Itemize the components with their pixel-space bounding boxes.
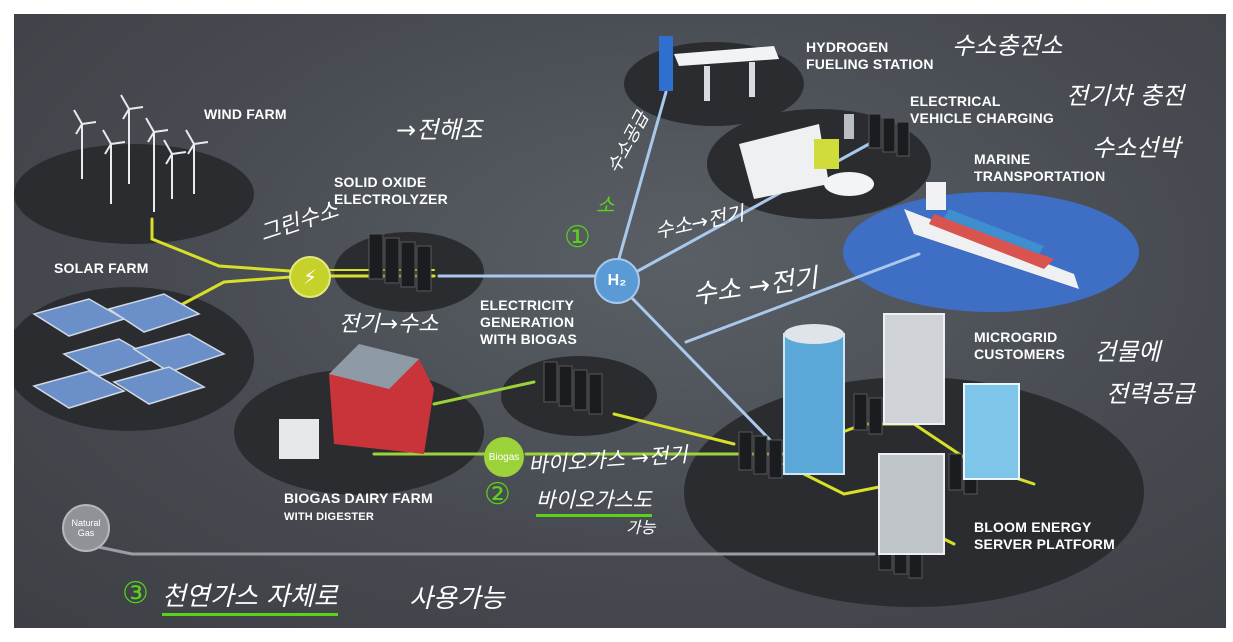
bolt-icon: ⚡ (302, 266, 318, 289)
marine-label-1: MARINE (974, 151, 1031, 167)
hw-biogas-also-1: 바이오가스도 (536, 484, 652, 517)
marine-label-2: TRANSPORTATION (974, 168, 1106, 184)
fueling-station (659, 36, 779, 101)
solid-oxide-label-1: SOLID OXIDE (334, 174, 427, 190)
wind-farm-platform (14, 144, 254, 244)
h2-to-fueling-line (616, 90, 668, 264)
bolt-node: ⚡ (289, 256, 331, 298)
hw-hydrogen-fueling: 수소충전소 (952, 32, 1063, 60)
diagram-graphics (14, 36, 1144, 607)
microgrid-label-1: MICROGRID (974, 329, 1058, 345)
hw-natural-gas-use-1: 천연가스 자체로 (162, 576, 338, 616)
wind-turbines (73, 94, 209, 212)
biogas-gen-to-bloom-line (612, 412, 736, 446)
hw-ev-charge: 전기차 충전 (1066, 82, 1185, 110)
hw-building-power-2: 전력공급 (1106, 380, 1195, 408)
solar-farm-label: SOLAR FARM (54, 260, 149, 276)
biogas-label: Biogas (488, 451, 520, 463)
hw-biogas-also-2: 가능 (626, 518, 656, 537)
solar-to-bolt-line (162, 274, 306, 316)
elec-biogas-label-3: WITH BIOGAS (480, 331, 578, 347)
cargo-ship (904, 182, 1079, 289)
hw-circle2: ② (484, 477, 511, 512)
wind-farm-label: WIND FARM (204, 106, 287, 122)
wind-to-bolt-line (150, 217, 306, 274)
solid-oxide-label-2: ELECTROLYZER (334, 191, 448, 207)
ev-vehicles (739, 114, 874, 199)
hw-natural-gas-use-2: 사용가능 (409, 584, 505, 614)
solar-panels (32, 293, 226, 409)
h2-to-microgrid-line (628, 294, 776, 446)
dairy-to-biogas-gen-line (432, 380, 536, 406)
buildings (783, 313, 1020, 555)
barn (279, 344, 434, 459)
hw-elec-to-h2: 전기→수소 (339, 312, 439, 337)
ev-label-1: ELECTRICAL (910, 93, 1001, 109)
ev-label-2: VEHICLE CHARGING (910, 110, 1054, 126)
bloom-label-1: BLOOM ENERGY (974, 519, 1092, 535)
hw-building-power-1: 건물에 (1094, 338, 1161, 366)
natural-gas-label-1: Natural (71, 518, 101, 528)
dairy-label-1: BIOGAS DAIRY FARM (284, 490, 433, 506)
elec-biogas-label-2: GENERATION (480, 314, 575, 330)
h2-to-marine-line (684, 252, 921, 344)
h2-node: H₂ (594, 258, 640, 304)
microgrid-label-2: CUSTOMERS (974, 346, 1065, 362)
natural-gas-label-2: Gas (77, 528, 95, 538)
dairy-label-2: WITH DIGESTER (284, 511, 374, 523)
hydrogen-label-2: FUELING STATION (806, 56, 934, 72)
hydrogen-label-1: HYDROGEN (806, 39, 889, 55)
hw-h2-ship: 수소선박 (1092, 134, 1181, 162)
hw-jeonhaejo: →전해조 (396, 116, 483, 144)
natural-gas-node: Natural Gas (62, 504, 110, 552)
h2-label: H₂ (607, 272, 627, 289)
hw-small-water: 소 (596, 193, 615, 217)
biogas-node: Biogas (484, 437, 524, 477)
hw-circle1: ① (564, 220, 591, 255)
energy-ecosystem-diagram: ⚡ H₂ Biogas Natural Gas WIND FARM SOLAR … (14, 14, 1226, 628)
hw-circle3: ③ (122, 576, 149, 611)
elec-biogas-label-1: ELECTRICITY (480, 297, 574, 313)
bloom-label-2: SERVER PLATFORM (974, 536, 1115, 552)
